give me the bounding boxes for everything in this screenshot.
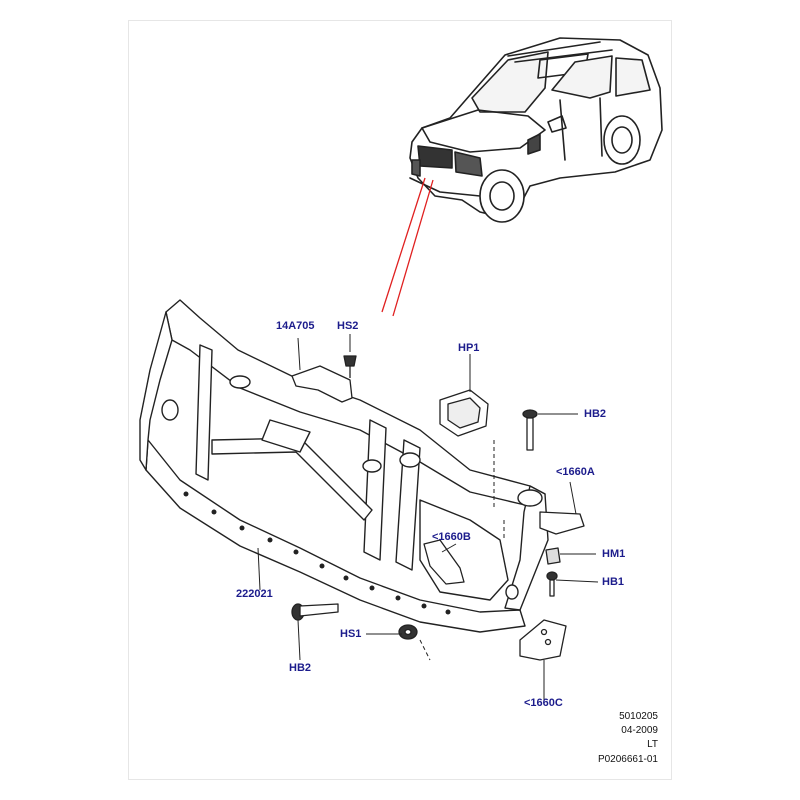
diagram-date: 04-2009 <box>621 725 658 736</box>
callout-hb2-top: HB2 <box>584 408 607 420</box>
callout-hs2: HS2 <box>337 320 359 332</box>
front-end-carrier-assembly <box>139 299 549 633</box>
callout-hp1: HP1 <box>458 342 480 354</box>
callout-1660a: <1660A <box>556 466 595 478</box>
diagram-code: 5010205 <box>619 711 658 722</box>
callout-hs1: HS1 <box>340 628 362 640</box>
diagram-region: LT <box>647 739 658 750</box>
callout-1660b: <1660B <box>432 531 471 543</box>
diagram-frame <box>128 20 672 780</box>
callout-1660c: <1660C <box>524 697 563 709</box>
vehicle-illustration <box>409 37 663 223</box>
callout-hb2-bottom: HB2 <box>289 662 312 674</box>
small-parts <box>291 355 585 661</box>
location-indicator-lines <box>381 177 434 317</box>
illustration-number: P0206661-01 <box>597 754 658 765</box>
callout-hb1: HB1 <box>602 576 625 588</box>
mounting-holes <box>183 491 451 615</box>
callout-hm1: HM1 <box>602 548 626 560</box>
callout-222021: 222021 <box>236 588 273 600</box>
callout-14a705: 14A705 <box>276 320 315 332</box>
callout-leaders <box>257 334 599 700</box>
